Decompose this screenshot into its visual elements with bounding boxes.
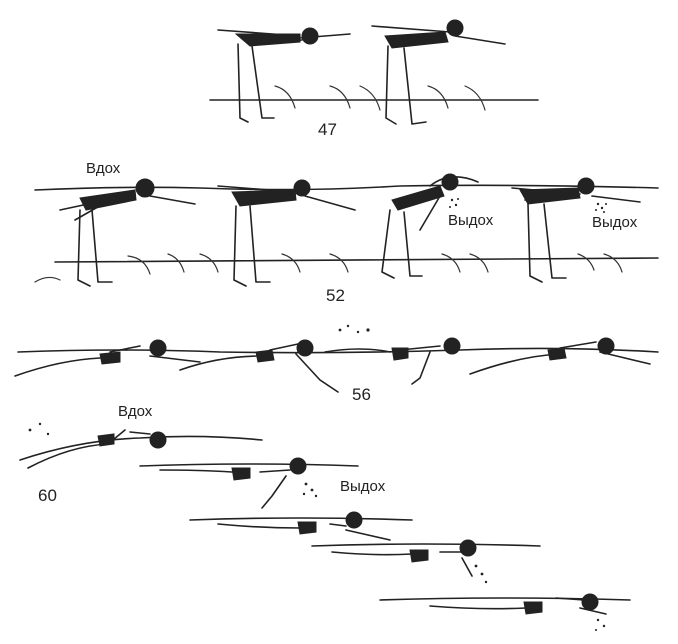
trunks: [391, 347, 409, 361]
standing-swimmer: [217, 27, 351, 123]
body-lines: [27, 429, 151, 469]
bubbles: [595, 618, 606, 631]
torso: [234, 33, 301, 47]
trunks: [231, 467, 251, 481]
trunks: [97, 433, 115, 447]
body-lines: [14, 345, 201, 377]
swimmer-recovery: [324, 324, 461, 385]
body-lines: [217, 523, 391, 541]
swim-cap: [289, 457, 307, 475]
splash: [28, 422, 50, 436]
swim-cap: [577, 177, 595, 195]
water-surface: [189, 517, 413, 521]
swimmer-glide: [14, 339, 201, 377]
water-surface: [311, 543, 541, 547]
figure-number-60: 60: [38, 486, 57, 505]
swimmer-stretch: [469, 337, 651, 375]
trunks: [99, 351, 121, 365]
trunks: [297, 521, 317, 535]
label-exhale-52-a: Выдох: [448, 212, 494, 229]
arms: [419, 176, 479, 231]
torso: [391, 185, 445, 211]
water-surface: [34, 184, 659, 191]
legs: [233, 205, 271, 287]
water-surface: [139, 463, 359, 467]
splash: [338, 324, 370, 334]
trunks: [547, 347, 567, 361]
swim-cap: [149, 431, 167, 449]
swim-cap: [446, 19, 464, 37]
figure-number-56: 56: [352, 385, 371, 404]
body-lines: [159, 469, 291, 509]
standing-swimmer: [371, 19, 506, 125]
figure-number-52: 52: [326, 286, 345, 305]
stroke-phase-5: [379, 593, 631, 631]
swim-cap: [135, 178, 155, 198]
swim-cap: [443, 337, 461, 355]
swim-cap: [149, 339, 167, 357]
figure-number-47: 47: [318, 120, 337, 139]
figure-47-group: [209, 19, 539, 125]
stroke-phase-2: [139, 457, 359, 509]
body-lines: [331, 551, 473, 577]
figure-56-group: [14, 324, 659, 393]
swimmer-inhale: [59, 178, 196, 287]
swim-cap: [345, 511, 363, 529]
bubbles: [449, 198, 459, 208]
label-exhale-60: Выдох: [340, 478, 386, 495]
swim-cap: [293, 179, 311, 197]
figure-52-group: [34, 173, 659, 287]
stroke-phase-1: [19, 422, 263, 469]
stroke-phase-4: [311, 539, 541, 584]
legs: [237, 43, 275, 123]
motion-arrows: [274, 85, 486, 111]
torso: [79, 189, 137, 211]
legs: [77, 209, 113, 287]
torso: [519, 187, 581, 205]
pool-floor: [54, 257, 659, 263]
legs: [527, 203, 567, 283]
legs: [381, 209, 423, 279]
figure-60-group: [19, 422, 631, 631]
swimmer-stretch: [217, 179, 356, 287]
label-inhale-60: Вдох: [118, 403, 153, 420]
swimmer-pull: [179, 339, 339, 393]
trunks: [409, 549, 429, 563]
legs: [385, 45, 427, 125]
bubbles: [474, 564, 488, 584]
body-lines: [429, 597, 607, 615]
swimmer-exhale-a: [381, 173, 479, 279]
motion-arrows: [34, 253, 623, 283]
torso: [384, 31, 449, 49]
swimmer-exhale-b: [511, 177, 641, 283]
bubbles: [302, 482, 318, 498]
stroke-phase-3: [189, 511, 413, 541]
label-inhale-52: Вдох: [86, 160, 121, 177]
swim-cap: [296, 339, 314, 357]
water-surface: [19, 435, 263, 461]
label-exhale-52-b: Выдох: [592, 214, 638, 231]
swim-cap: [459, 539, 477, 557]
trunks: [255, 349, 275, 363]
trunks: [523, 601, 543, 615]
swim-cap: [581, 593, 599, 611]
torso: [231, 189, 297, 207]
bubbles: [595, 202, 607, 213]
body-lines: [179, 343, 339, 393]
